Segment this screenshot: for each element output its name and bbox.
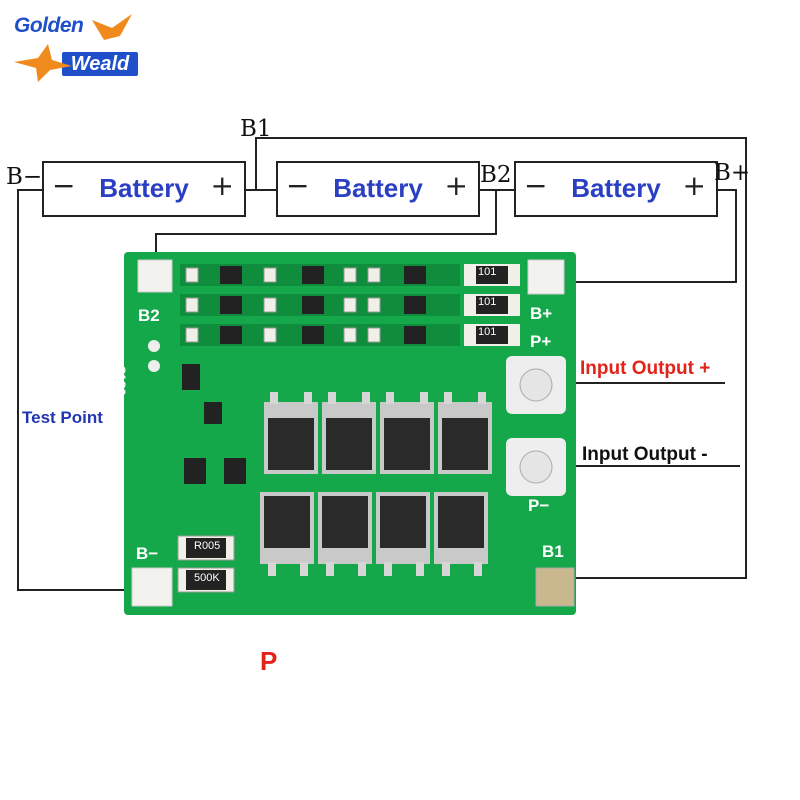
pcb-label-pminus: P−: [528, 496, 550, 515]
logo-weald-text: Weald: [62, 52, 138, 76]
pad-bplus: [527, 259, 565, 295]
wire-b1: [255, 137, 747, 579]
battery-3-plus: +: [682, 169, 706, 202]
battery-3-minus: −: [524, 169, 548, 202]
resistor-label-101-b: 101: [478, 296, 497, 308]
pcb-label-s1s2: S1S2: [114, 366, 128, 396]
battery-3: − Battery +: [514, 161, 718, 217]
battery-1-label: Battery: [99, 173, 189, 203]
battery-1: − Battery +: [42, 161, 246, 217]
battery-2-minus: −: [286, 169, 310, 202]
p-label: P: [260, 646, 278, 676]
pcb-label-b2: B2: [138, 306, 160, 325]
battery-1-plus: +: [210, 169, 234, 202]
wire-label-b-minus: B−: [6, 164, 43, 190]
pad-b1: [535, 567, 575, 607]
wire-label-b-plus: B+: [714, 160, 751, 186]
battery-2: − Battery +: [276, 161, 480, 217]
battery-2-label: Battery: [333, 173, 423, 203]
wire-b2: [155, 190, 497, 258]
input-output-minus-label: Input Output -: [582, 444, 708, 465]
resistor-label-101-a: 101: [478, 266, 497, 278]
pcb-label-pplus: P+: [530, 332, 552, 351]
resistor-label-r005: R005: [194, 540, 221, 552]
pad-bminus: [131, 567, 173, 607]
wire-b-plus: [576, 189, 737, 283]
resistor-label-500k: 500K: [194, 572, 220, 584]
wire-label-b2: B2: [480, 162, 512, 188]
battery-3-label: Battery: [571, 173, 661, 203]
pad-b2: [137, 259, 173, 293]
pcb-label-b1: B1: [542, 542, 564, 561]
logo-bird-icon: [14, 14, 132, 82]
battery-1-minus: −: [52, 169, 76, 202]
resistor-label-101-c: 101: [478, 326, 497, 338]
wire-b-minus: [17, 189, 130, 591]
wire-label-b1: B1: [240, 116, 272, 142]
battery-2-plus: +: [444, 169, 468, 202]
pcb-label-bminus: B−: [136, 544, 159, 563]
pcb-label-bplus: B+: [530, 304, 553, 323]
bms-board-components: [131, 259, 575, 607]
logo-golden-text: Golden: [14, 14, 84, 37]
test-point-label: Test Point: [22, 408, 103, 427]
input-output-plus-label: Input Output +: [580, 358, 711, 379]
